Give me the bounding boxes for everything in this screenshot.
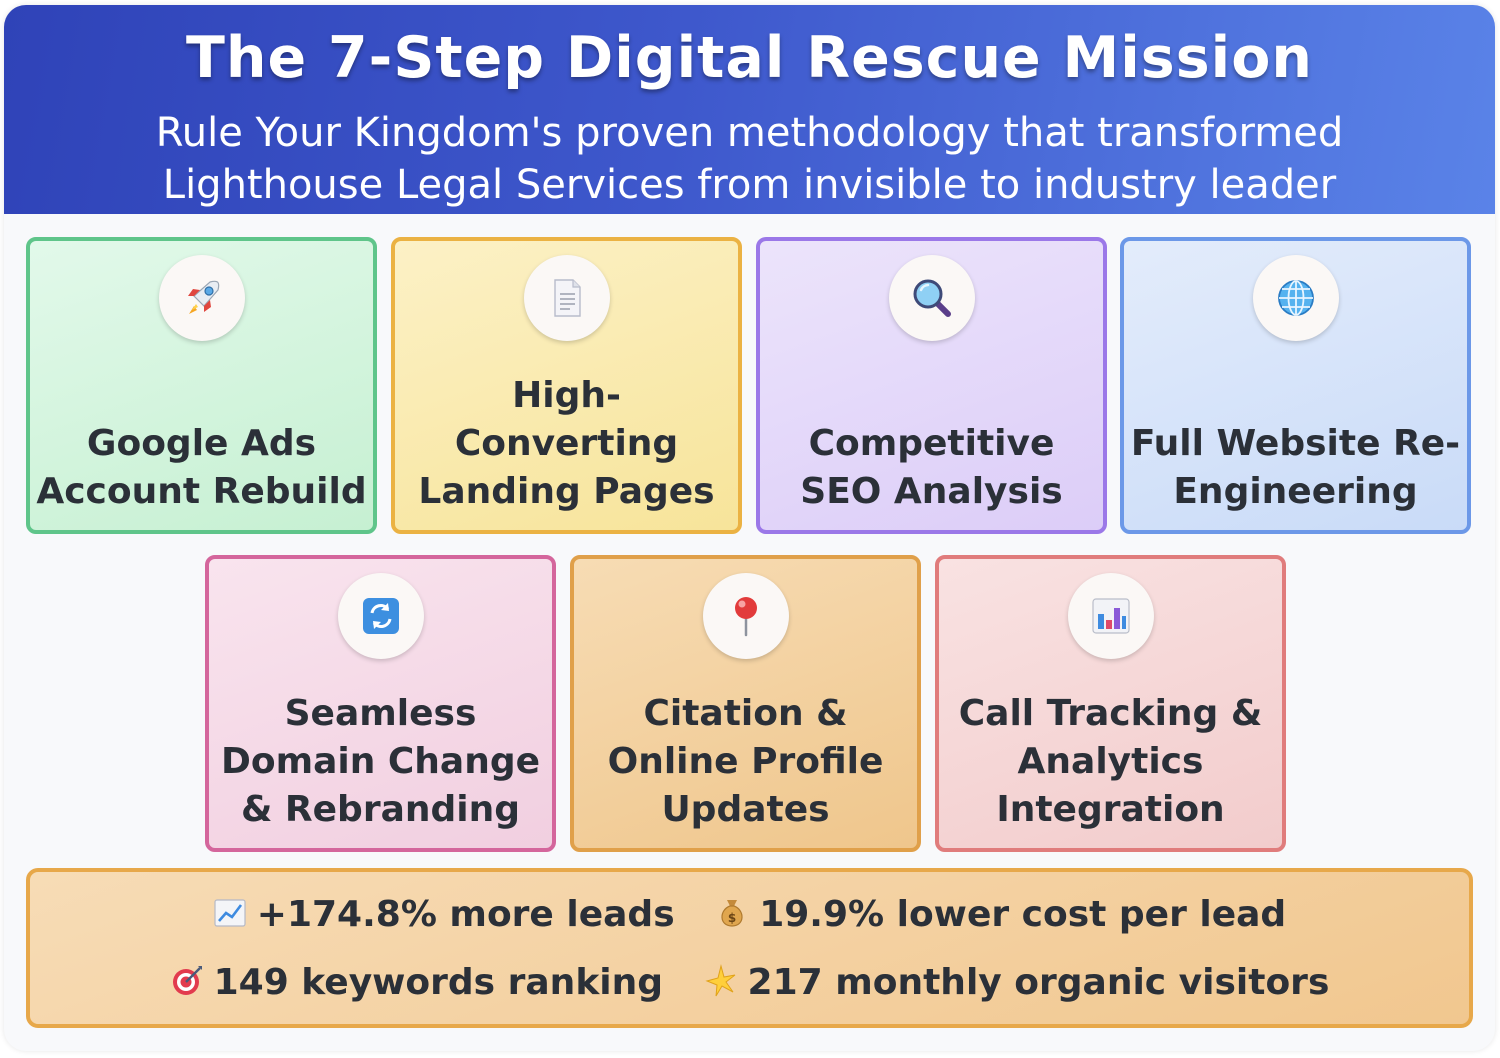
chart-up-icon: [213, 896, 247, 930]
results-row-1: +174.8% more leads $ 19.9% lower cost pe…: [30, 892, 1469, 935]
page-subtitle: Rule Your Kingdom's proven methodology t…: [4, 107, 1495, 211]
step-label: Full Website Re-Engineering: [1130, 423, 1461, 512]
step-card-website-reengineering: Full Website Re-Engineering: [1120, 237, 1471, 534]
document-icon: [523, 255, 610, 341]
stat-text: 217 monthly organic visitors: [747, 961, 1330, 1003]
results-panel: +174.8% more leads $ 19.9% lower cost pe…: [26, 868, 1473, 1028]
results-row-2: 149 keywords ranking 217 monthly organic…: [30, 960, 1469, 1003]
target-icon: [170, 964, 204, 998]
bar-chart-icon: [1067, 573, 1154, 659]
infographic-frame: The 7-Step Digital Rescue Mission Rule Y…: [4, 5, 1495, 1051]
stat-text: 19.9% lower cost per lead: [759, 893, 1287, 935]
step-label: Competitive SEO Analysis: [800, 423, 1063, 512]
header-banner: The 7-Step Digital Rescue Mission Rule Y…: [4, 5, 1495, 214]
step-card-landing-pages: High-Converting Landing Pages: [391, 237, 742, 534]
sparkle-star-icon: [704, 963, 738, 998]
magnifier-icon: [888, 255, 975, 341]
stat-keywords: 149 keywords ranking: [170, 962, 663, 1003]
step-card-seo-analysis: Competitive SEO Analysis: [756, 237, 1107, 534]
step-card-domain-change: Seamless Domain Change & Rebranding: [205, 555, 556, 852]
subtitle-line-2: Lighthouse Legal Services from invisible…: [162, 162, 1337, 208]
step-label: Call Tracking & Analytics Integration: [958, 693, 1263, 830]
subtitle-line-1: Rule Your Kingdom's proven methodology t…: [155, 110, 1344, 156]
refresh-icon: [337, 573, 424, 659]
step-label: Citation & Online Profile Updates: [607, 693, 884, 830]
pushpin-icon: [702, 573, 789, 659]
stat-cost: $ 19.9% lower cost per lead: [715, 894, 1286, 935]
stat-visitors: 217 monthly organic visitors: [704, 961, 1330, 1003]
step-label: Google Ads Account Rebuild: [36, 423, 367, 512]
svg-text:$: $: [728, 911, 736, 925]
stat-leads: +174.8% more leads: [213, 894, 675, 935]
money-bag-icon: $: [715, 896, 749, 930]
page-title: The 7-Step Digital Rescue Mission: [186, 25, 1313, 91]
step-card-google-ads: Google Ads Account Rebuild: [26, 237, 377, 534]
step-label: High-Converting Landing Pages: [418, 375, 715, 512]
globe-icon: [1252, 255, 1339, 341]
rocket-icon: [158, 255, 245, 341]
step-card-call-tracking: Call Tracking & Analytics Integration: [935, 555, 1286, 852]
stat-text: 149 keywords ranking: [213, 961, 663, 1003]
step-card-citation-updates: Citation & Online Profile Updates: [570, 555, 921, 852]
stat-text: +174.8% more leads: [256, 893, 675, 935]
step-label: Seamless Domain Change & Rebranding: [220, 693, 541, 830]
